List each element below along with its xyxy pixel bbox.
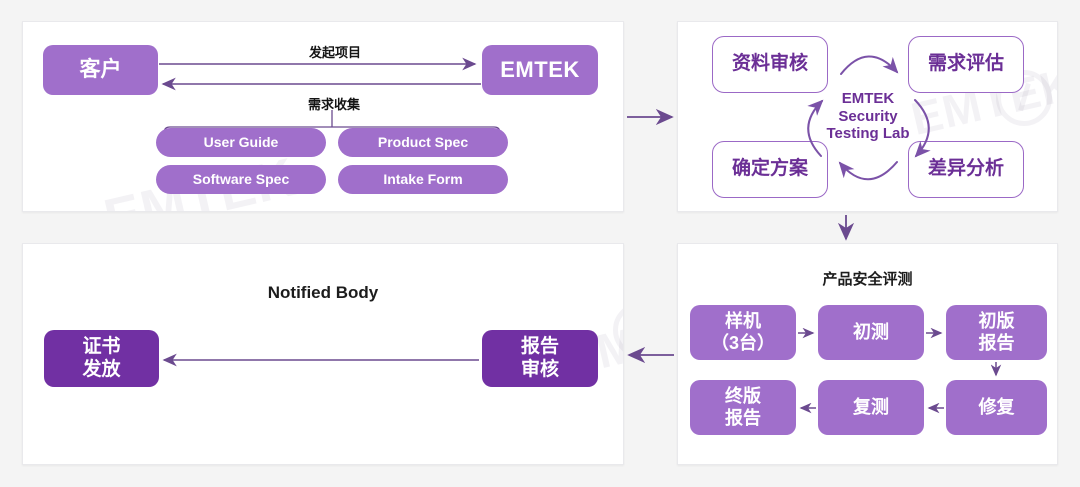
pill-software-spec[interactable]: Software Spec	[156, 165, 326, 194]
pill-user-guide-label: User Guide	[203, 134, 279, 151]
security-lab-center-label: EMTEK Security Testing Lab	[826, 90, 910, 143]
security-lab-cycle-arrows	[807, 55, 931, 181]
pill-intake-form[interactable]: Intake Form	[338, 165, 508, 194]
node-confirm-plan-label: 确定方案	[731, 158, 808, 180]
node-initial-report[interactable]: 初版 报告	[946, 305, 1047, 360]
product-assessment-connectors	[798, 327, 1002, 414]
node-gap-analysis-label: 差异分析	[927, 158, 1004, 180]
node-report-review[interactable]: 报告 审核	[482, 330, 598, 387]
notified-body-panel: EMTEK Notified Body 证书 发放 报告 审核	[22, 243, 624, 465]
client-intake-panel: EMTEK 客户 EMTEK 发起项目 需求收集	[22, 21, 624, 212]
node-emtek[interactable]: EMTEK	[482, 45, 598, 95]
product-security-assessment-panel: 产品安全评测 样机 （3台） 初测 初版 报告 终版 报告 复测 修复	[677, 243, 1058, 465]
node-final-report[interactable]: 终版 报告	[690, 380, 796, 435]
pill-software-spec-label: Software Spec	[192, 171, 290, 188]
notified-body-connector	[162, 353, 479, 367]
node-data-review-label: 资料审核	[731, 53, 808, 75]
pill-user-guide[interactable]: User Guide	[156, 128, 326, 157]
node-client[interactable]: 客户	[43, 45, 158, 95]
node-data-review[interactable]: 资料审核	[712, 36, 828, 93]
product-assessment-title: 产品安全评测	[822, 271, 913, 288]
node-requirement-assessment[interactable]: 需求评估	[908, 36, 1024, 93]
security-lab-panel: EMTEK 资料审核 需求评估 确定方案 差异分析 EMTEK Security…	[677, 21, 1058, 212]
pill-product-spec[interactable]: Product Spec	[338, 128, 508, 157]
node-retest[interactable]: 复测	[818, 380, 924, 435]
node-confirm-plan[interactable]: 确定方案	[712, 141, 828, 198]
pill-product-spec-label: Product Spec	[377, 134, 469, 151]
node-fix[interactable]: 修复	[946, 380, 1047, 435]
node-emtek-label: EMTEK	[500, 57, 580, 83]
node-initial-test[interactable]: 初测	[818, 305, 924, 360]
node-requirement-assessment-label: 需求评估	[927, 53, 1004, 75]
label-initiate-project: 发起项目	[309, 45, 362, 60]
label-requirement-collection: 需求收集	[308, 97, 361, 112]
node-certificate-issuance[interactable]: 证书 发放	[44, 330, 159, 387]
notified-body-title: Notified Body	[267, 283, 379, 302]
node-prototype-samples[interactable]: 样机 （3台）	[690, 305, 796, 360]
pill-intake-form-label: Intake Form	[383, 171, 463, 188]
node-client-label: 客户	[79, 57, 122, 81]
